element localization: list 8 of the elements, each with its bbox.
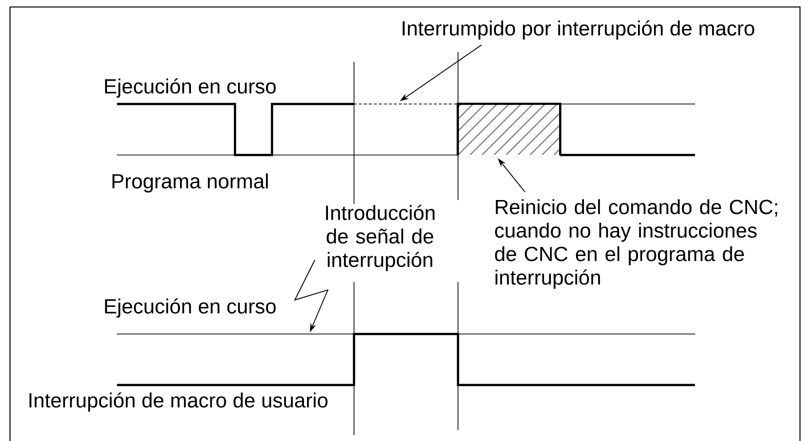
- annotation-text: Reinicio del comando de CNC; cuando no hay instrucciones de CNC en el programa de interrupción: [493, 198, 796, 290]
- annotation-text: Interrumpido por interrupción de macro: [400, 19, 756, 41]
- signal-label: Interrupción de macro de usuario: [30, 392, 328, 412]
- signal-label: Ejecución en curso: [105, 298, 276, 318]
- annotation-text: Introducción de señal de interrupción: [304, 204, 456, 272]
- signal-label: Programa normal: [112, 173, 268, 193]
- signal-label: Ejecución en curso: [105, 78, 276, 98]
- hatched-area: [456, 102, 562, 156]
